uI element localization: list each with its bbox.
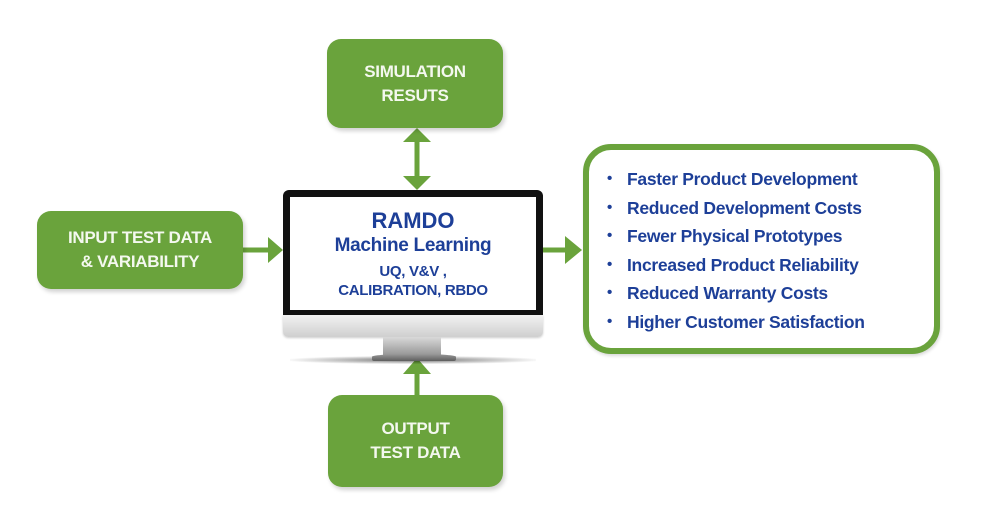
ramdo-title: RAMDO — [371, 207, 455, 233]
benefit-text: Faster Product Development — [627, 169, 858, 189]
bullet-icon: • — [607, 255, 612, 273]
benefits-list: • Faster Product Development • Reduced Dev… — [589, 150, 934, 337]
benefit-item: • Higher Customer Satisfaction — [607, 308, 934, 337]
bullet-icon: • — [607, 284, 612, 302]
benefit-text: Reduced Warranty Costs — [627, 283, 828, 304]
input-test-data-node: INPUT TEST DATA & VARIABILITY — [37, 211, 243, 289]
ramdo-node: RAMDO Machine Learning UQ, V&V , CALIBRA… — [290, 197, 536, 310]
benefit-text: Increased Product Reliability — [627, 254, 859, 275]
benefit-item: • Fewer Physical Prototypes — [607, 222, 934, 251]
benefit-item: • Reduced Warranty Costs — [607, 279, 934, 308]
benefit-item: • Faster Product Development — [607, 165, 934, 194]
arrow-simulation-ramdo — [403, 128, 431, 190]
ramdo-line3: UQ, V&V , — [379, 262, 447, 280]
output-label-line2: TEST DATA — [370, 443, 461, 462]
output-test-data-node: OUTPUT TEST DATA — [328, 395, 503, 487]
simulation-label-line1: SIMULATION — [364, 61, 466, 81]
ramdo-subtitle: Machine Learning — [334, 234, 492, 256]
simulation-label-line2: RESUTS — [381, 85, 449, 105]
monitor-chin — [283, 315, 543, 337]
simulation-results-node: SIMULATION RESUTS — [327, 39, 503, 128]
benefit-text: Reduced Development Costs — [627, 197, 862, 218]
benefits-panel: • Faster Product Development • Reduced Dev… — [583, 144, 940, 354]
benefit-item: • Increased Product Reliability — [607, 251, 934, 280]
arrow-ramdo-benefits — [543, 236, 582, 264]
bullet-icon: • — [607, 198, 612, 216]
bullet-icon: • — [607, 312, 612, 330]
monitor-stand — [383, 337, 441, 357]
bullet-icon: • — [607, 227, 612, 245]
bullet-icon: • — [607, 170, 612, 187]
benefit-text: Higher Customer Satisfaction — [627, 311, 865, 332]
ramdo-line4: CALIBRATION, RBDO — [338, 281, 488, 299]
input-label-line1: INPUT TEST DATA — [67, 228, 213, 247]
arrow-input-ramdo — [243, 237, 283, 263]
input-label-line2: & VARIABILITY — [80, 252, 200, 271]
monitor-base — [372, 354, 456, 361]
benefit-item: • Reduced Development Costs — [607, 194, 934, 223]
output-label-line1: OUTPUT — [381, 419, 450, 438]
benefit-text: Fewer Physical Prototypes — [627, 226, 843, 247]
